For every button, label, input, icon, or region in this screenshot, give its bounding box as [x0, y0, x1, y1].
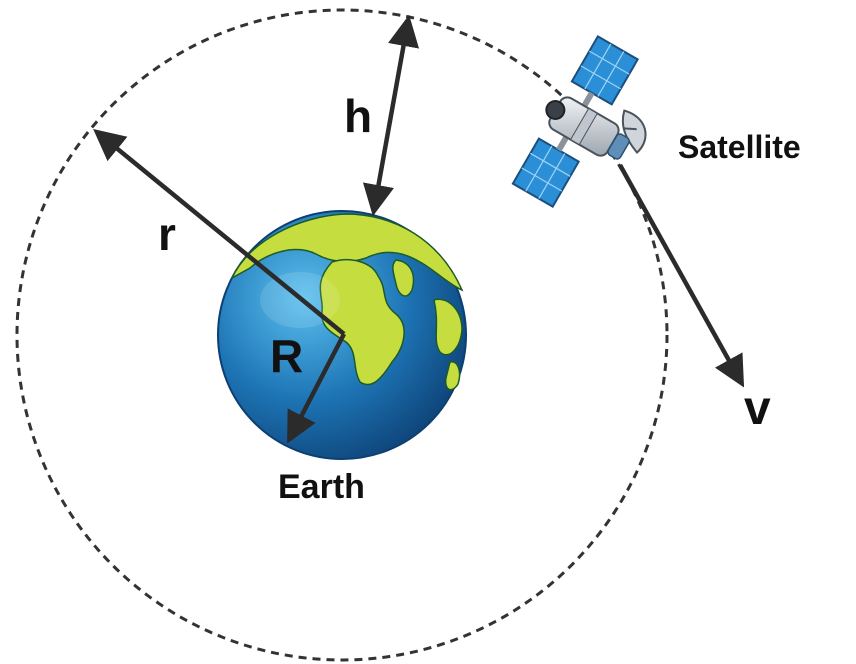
orbital-radius-label: r: [158, 208, 176, 260]
satellite-label: Satellite: [678, 129, 801, 165]
earth-radius-label: R: [270, 330, 303, 382]
orbital-radius-arrow: [93, 129, 346, 336]
earth-label: Earth: [278, 468, 365, 506]
orbit-path: [15, 8, 669, 662]
altitude-label: h: [344, 90, 372, 142]
altitude-arrow: [362, 14, 420, 217]
earth-radius-arrow: [287, 332, 346, 444]
satellite-icon: [511, 35, 647, 208]
velocity-arrow: [618, 163, 745, 388]
velocity-label: v: [744, 382, 771, 435]
